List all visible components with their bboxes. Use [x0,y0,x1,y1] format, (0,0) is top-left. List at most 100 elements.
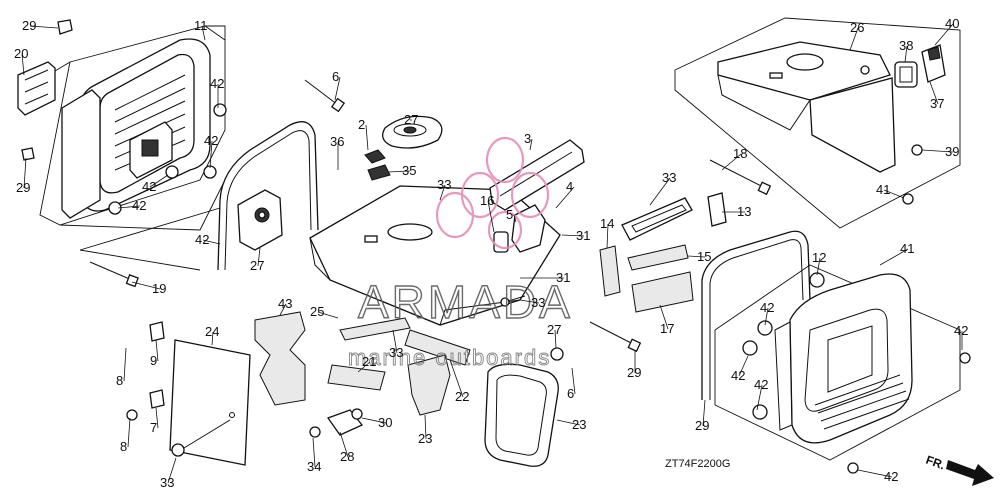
part-41-nut-lower [902,193,914,205]
callout-leader-42 [857,469,893,478]
callout-23: 23 [418,431,432,446]
part-13-gasket [621,197,693,241]
callout-leader-20 [21,53,25,76]
part-20-bracket [17,61,56,116]
callout-16: 16 [480,193,494,208]
callout-2: 2 [358,117,365,132]
callout-41: 41 [876,182,890,197]
callout-leader-33 [167,457,177,484]
callout-leader-29 [23,157,27,189]
callout-leader-8 [123,347,127,382]
part-18-foam [631,271,694,313]
callout-leader-42 [764,307,769,326]
part-25-bolt [500,295,526,307]
watermark-logo-petals [435,136,550,250]
part-3-main-cover [309,185,561,326]
callout-leader-33 [392,329,398,354]
callout-33: 33 [437,177,451,192]
callout-18: 18 [733,146,747,161]
callout-leader-18 [721,153,742,171]
part-15-foam [599,245,621,297]
part-43-nut [550,347,564,361]
callout-15: 15 [697,249,711,264]
callout-36: 36 [330,134,344,149]
callout-22: 22 [455,389,469,404]
callout-26: 26 [850,20,864,35]
part-7-panel [169,339,251,466]
callout-42: 42 [195,232,209,247]
callout-33: 33 [389,345,403,360]
callout-30: 30 [378,415,392,430]
callout-8: 8 [120,439,127,454]
callout-9: 9 [150,353,157,368]
part-27-bolt-lower [89,261,139,288]
callout-29: 29 [16,180,30,195]
part-41-nut-upper [911,144,923,156]
part-40-seal [894,61,918,88]
callout-42: 42 [760,300,774,315]
callout-leader-42 [756,384,763,411]
callout-leader-33 [649,177,671,206]
callout-42: 42 [204,133,218,148]
callout-42: 42 [954,323,968,338]
part-29-screw-right-upper [959,352,971,364]
callout-leader-5 [513,214,517,223]
callout-leader-24 [211,331,214,346]
callout-leader-35 [387,170,411,173]
callout-leader-34 [312,437,316,468]
callout-27: 27 [250,258,264,273]
callout-leader-14 [606,223,609,249]
part-27-bolt-right [589,321,642,353]
callout-leader-29 [702,399,706,427]
callout-leader-3 [529,138,533,151]
callout-leader-33 [519,299,540,304]
callout-4: 4 [566,179,573,194]
callout-29: 29 [22,18,36,33]
callout-23: 23 [572,417,586,432]
part-9-frame-seal [484,363,559,467]
callout-42: 42 [210,76,224,91]
callout-25: 25 [310,304,324,319]
callout-6: 6 [332,69,339,84]
part-29-screw-top [57,19,73,35]
callout-29: 29 [627,365,641,380]
callout-leader-17 [659,304,669,330]
callout-33: 33 [160,475,174,490]
callout-37: 37 [930,96,944,111]
part-12-right-cover [774,273,913,444]
callout-20: 20 [14,46,28,61]
callout-43: 43 [278,296,292,311]
callout-19: 19 [152,281,166,296]
callout-leader-39 [921,149,954,153]
callout-13: 13 [737,204,751,219]
callout-11: 11 [194,18,208,33]
callout-leader-42 [738,355,749,377]
part-22-strip [339,317,411,341]
callout-31: 31 [556,270,570,285]
callout-leader-41 [883,189,905,199]
callout-leader-31 [561,234,585,237]
direction-label: FR. [924,453,947,473]
part-30-washer [309,426,321,438]
watermark-tagline: marine outboards [348,345,551,370]
callout-leader-12 [816,257,821,276]
part-27-bolt-upper [304,79,346,113]
callout-leader-30 [361,417,387,424]
callout-leader-21 [357,361,371,373]
part-28-screw [171,419,231,457]
part-6-right-handle [701,230,811,400]
callout-24: 24 [205,324,219,339]
callout-leader-19 [131,281,161,290]
callout-42: 42 [132,198,146,213]
front-direction-arrow: FR. [924,453,994,486]
callout-leader-6 [571,367,576,395]
part-19-grommet [237,189,283,251]
callout-17: 17 [660,321,674,336]
part-36-seal [367,164,391,181]
part-42-grommets-right [742,272,825,420]
callout-42: 42 [731,368,745,383]
left-frame-box [39,25,231,271]
part-29-screw-right-lower [847,462,859,474]
